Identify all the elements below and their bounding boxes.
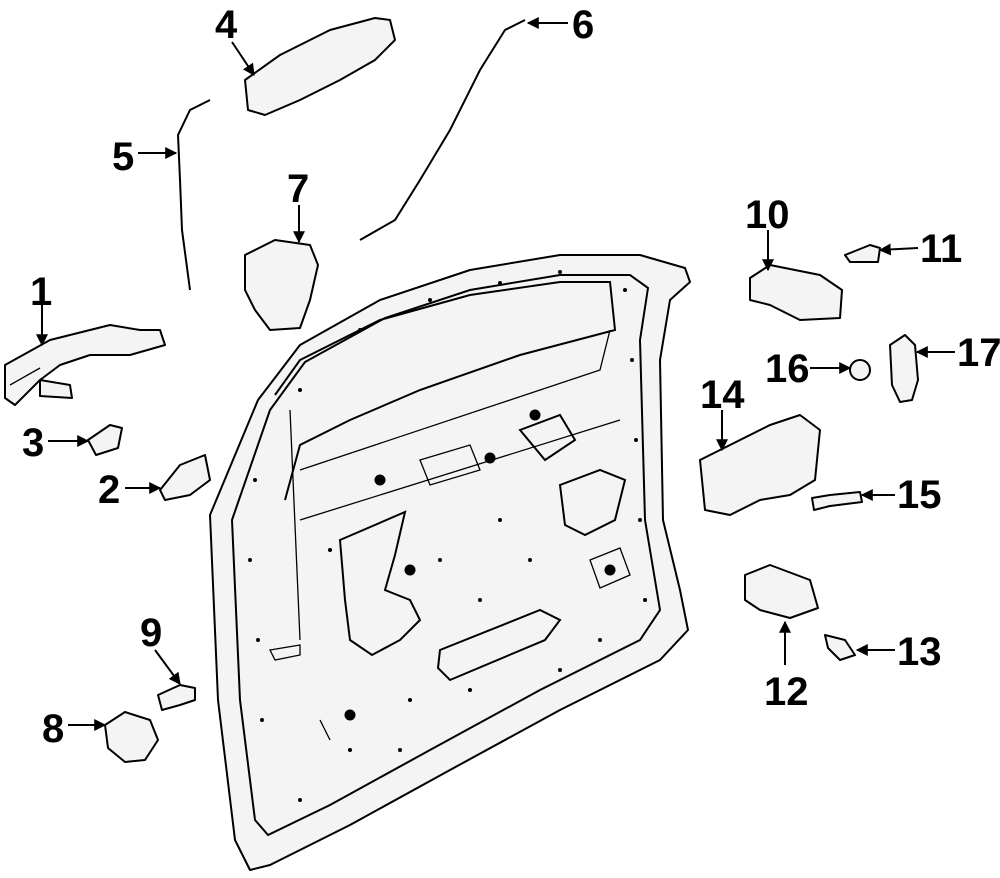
- bracket-bolt: [844, 244, 881, 263]
- hinge-bracket-upper: [749, 264, 843, 321]
- callout-12: 12: [764, 670, 809, 714]
- hinge-bolt: [824, 634, 856, 661]
- callout-6: 6: [572, 3, 594, 47]
- striker-bolt: [157, 684, 196, 711]
- leader-lines: [36, 17, 955, 731]
- door-latch: [244, 239, 319, 331]
- callout-15: 15: [897, 473, 942, 517]
- callout-7: 7: [287, 167, 309, 211]
- callout-16: 16: [765, 347, 810, 391]
- handle-reinforcement: [244, 17, 396, 116]
- striker-plate: [104, 711, 159, 763]
- nut: [849, 359, 871, 381]
- outside-handle: [4, 324, 166, 406]
- callout-11: 11: [920, 227, 962, 271]
- callout-5: 5: [112, 135, 134, 179]
- lock-cable: [176, 99, 211, 291]
- callout-labels: 1 2 3 4 5 6 7 8 9 10 11 12 13 14 15 16 1…: [22, 3, 1000, 751]
- callout-2: 2: [98, 468, 120, 512]
- callout-9: 9: [140, 611, 162, 655]
- lock-cylinder-cap: [87, 424, 123, 456]
- door-shell: [209, 254, 691, 871]
- callout-8: 8: [42, 707, 64, 751]
- callout-13: 13: [897, 630, 942, 674]
- callout-1: 1: [30, 270, 52, 314]
- door-check: [699, 414, 821, 516]
- callout-10: 10: [745, 193, 790, 237]
- handle-cable: [359, 19, 526, 241]
- check-bolt: [811, 491, 863, 511]
- lower-hinge: [744, 564, 819, 619]
- callout-3: 3: [22, 421, 44, 465]
- handle-cover: [159, 454, 211, 501]
- hinge-shim: [889, 334, 919, 403]
- callout-4: 4: [215, 3, 238, 47]
- callout-17: 17: [957, 331, 1000, 375]
- callout-14: 14: [700, 373, 745, 417]
